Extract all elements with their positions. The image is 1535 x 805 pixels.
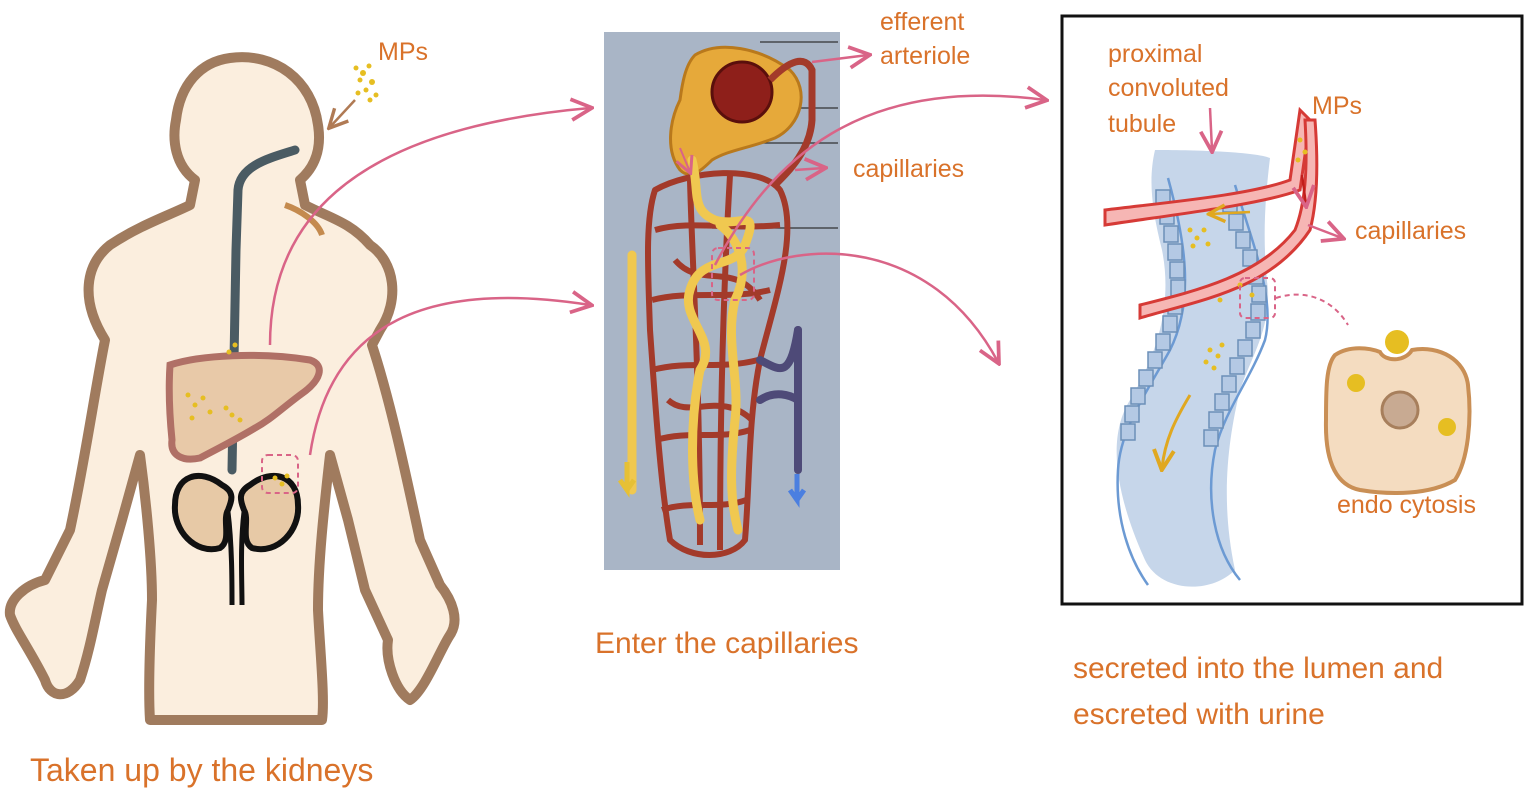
liver <box>165 351 323 463</box>
nephron-panel <box>604 32 840 570</box>
arrow-to-cell <box>1275 293 1349 326</box>
right-kidney <box>171 473 235 553</box>
mps-label-box: MPs <box>1312 92 1362 120</box>
caption-right-line2: escreted with urine <box>1073 698 1325 731</box>
caption-left: Taken up by the kidneys <box>30 752 374 788</box>
engulfing-particle <box>1385 330 1409 354</box>
arrow-capillary-to-box <box>739 252 998 362</box>
kidney-focus-box <box>261 454 299 494</box>
flow-down-capillary-arrow <box>1302 174 1306 205</box>
renal-tubule <box>627 155 755 535</box>
caption-middle: Enter the capillaries <box>595 627 859 660</box>
urine-flow-arrow <box>617 462 637 498</box>
glomerulus <box>710 60 774 124</box>
liver-particles <box>185 342 243 423</box>
neck-shade <box>283 202 325 237</box>
arrow-to-capillaries-label <box>1307 225 1342 238</box>
ureter-right <box>239 511 247 606</box>
endocytosis-focus-box <box>1239 277 1276 319</box>
caption-right-line1: secreted into the lumen and <box>1073 652 1444 685</box>
arrow-nephron-to-tubule <box>713 96 1045 266</box>
human-body <box>4 52 460 725</box>
kidney-particles <box>272 473 290 487</box>
tubule-particles <box>1187 137 1308 371</box>
secretion-arrow <box>1210 212 1251 214</box>
lumen-flow-arrow <box>1162 394 1192 468</box>
esophagus <box>227 145 300 475</box>
mps-cluster <box>353 63 379 103</box>
venous-flow-arrow <box>787 474 807 508</box>
convoluted-label: convoluted <box>1108 74 1229 102</box>
ureter-left <box>225 511 235 606</box>
capillary-focus-box <box>711 247 755 301</box>
left-kidney <box>237 473 302 553</box>
capillary-lower <box>1138 118 1319 321</box>
afferent-arrow <box>680 147 690 172</box>
endocytosis-cell <box>1323 330 1472 495</box>
vein <box>756 326 802 474</box>
tubule-lumen <box>1116 150 1270 587</box>
arrow-body-to-nephron-top <box>268 108 590 346</box>
capillaries-in-box <box>1103 106 1319 321</box>
efferent-vessel <box>767 57 816 188</box>
capillaries-label-middle: capillaries <box>853 155 965 183</box>
efferent-label: efferent <box>880 8 965 36</box>
proximal-label: proximal <box>1108 40 1203 68</box>
arrow-to-tubule <box>1210 107 1212 150</box>
capillary-upper <box>1103 106 1312 227</box>
endocytosis-label: endo cytosis <box>1337 491 1476 519</box>
cell-nucleus <box>1380 390 1420 430</box>
arrow-to-efferent <box>811 55 868 62</box>
arrow-to-capillaries <box>794 168 824 170</box>
internal-particle-1 <box>1347 374 1365 392</box>
arteriole-label: arteriole <box>880 42 971 70</box>
internal-particle-2 <box>1438 418 1456 436</box>
kidneys <box>171 473 302 606</box>
arrow-kidney-to-nephron <box>308 298 590 456</box>
mps-to-mouth-arrow <box>330 99 356 127</box>
tubule-detail-box <box>1060 14 1524 606</box>
capillaries-label-box: capillaries <box>1355 217 1467 245</box>
tubule-label: tubule <box>1108 110 1177 138</box>
mps-label-body: MPs <box>378 38 428 66</box>
